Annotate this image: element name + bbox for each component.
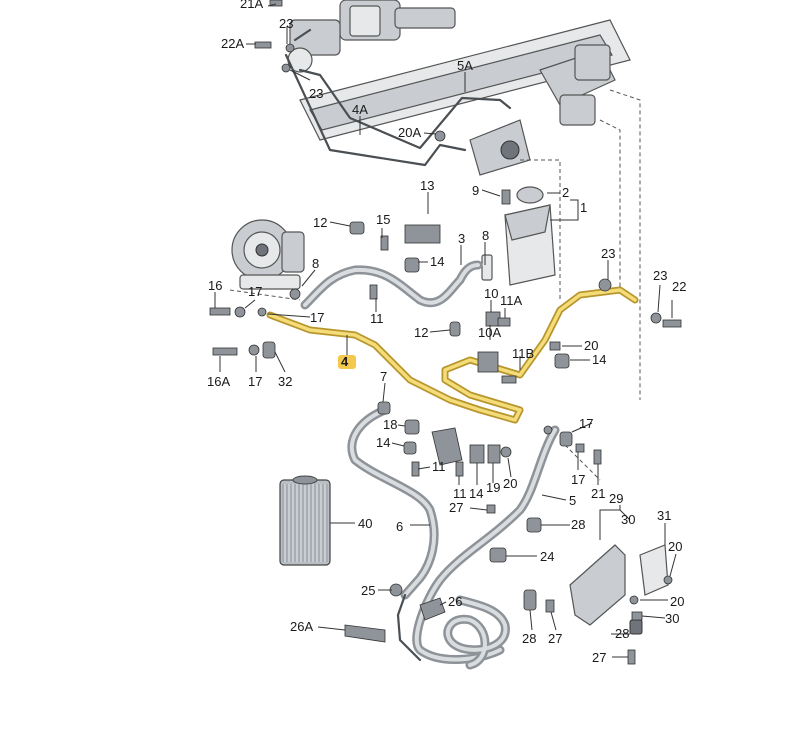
part-label-8: 8	[312, 256, 319, 271]
part-label-27: 27	[592, 650, 606, 665]
part-label-27: 27	[548, 631, 562, 646]
part-label-14: 14	[469, 486, 483, 501]
part-label-20: 20	[668, 539, 682, 554]
part-label-31: 31	[657, 508, 671, 523]
part-label-26a: 26A	[290, 619, 313, 634]
hose-3	[300, 260, 483, 310]
fluid-reservoir	[481, 186, 556, 286]
part-label-22a: 22A	[221, 36, 244, 51]
part-label-14: 14	[592, 352, 606, 367]
part-label-21a: 21A	[240, 0, 263, 11]
part-label-20: 20	[503, 476, 517, 491]
part-label-14: 14	[430, 254, 444, 269]
part-4-highlight-badge	[338, 355, 356, 369]
part-label-14: 14	[376, 435, 390, 450]
part-label-24: 24	[540, 549, 554, 564]
part-label-11: 11	[432, 459, 446, 474]
part-label-18: 18	[383, 417, 397, 432]
part-label-22: 22	[672, 279, 686, 294]
part-label-3: 3	[458, 231, 465, 246]
reference-lines	[229, 89, 641, 481]
part-label-20: 20	[670, 594, 684, 609]
part-label-28: 28	[522, 631, 536, 646]
part-label-9: 9	[472, 183, 479, 198]
part-label-11a: 11A	[500, 293, 522, 308]
part-label-21: 21	[591, 486, 605, 501]
part-label-11b: 11B	[512, 346, 534, 361]
part-label-11: 11	[453, 486, 467, 501]
mounting-bracket-29	[569, 544, 669, 635]
part-label-10: 10	[484, 286, 498, 301]
part-label-40: 40	[358, 516, 372, 531]
part-label-23: 23	[653, 268, 667, 283]
part-label-17: 17	[571, 472, 585, 487]
part-label-12: 12	[414, 325, 428, 340]
part-label-32: 32	[278, 374, 292, 389]
part-label-23: 23	[279, 16, 293, 31]
part-label-19: 19	[486, 480, 500, 495]
part-label-16: 16	[208, 278, 222, 293]
part-label-26: 26	[448, 594, 462, 609]
part-label-8: 8	[482, 228, 489, 243]
part-label-16a: 16A	[207, 374, 230, 389]
part-label-17: 17	[248, 284, 262, 299]
part-label-4a: 4A	[352, 102, 368, 117]
part-label-1: 1	[580, 200, 587, 215]
leader-lines	[214, 3, 677, 658]
power-steering-pump	[231, 219, 305, 290]
part-label-6: 6	[396, 519, 403, 534]
part-label-17: 17	[310, 310, 324, 325]
part-label-13: 13	[420, 178, 434, 193]
part-label-17: 17	[248, 374, 262, 389]
part-label-27: 27	[449, 500, 463, 515]
part-label-11: 11	[370, 311, 384, 326]
part-label-4: 4	[341, 354, 349, 369]
part-label-7: 7	[380, 369, 387, 384]
pipe-4a	[284, 53, 467, 167]
part-label-5a: 5A	[457, 58, 473, 73]
part-label-2: 2	[562, 185, 569, 200]
part-label-17: 17	[579, 416, 593, 431]
part-label-28: 28	[615, 626, 629, 641]
part-label-12: 12	[313, 215, 327, 230]
part-label-28: 28	[571, 517, 585, 532]
pipe-5a	[293, 28, 512, 150]
part-label-25: 25	[361, 583, 375, 598]
pipe-25	[396, 593, 422, 662]
part-label-20a: 20A	[398, 125, 421, 140]
part-label-15: 15	[376, 212, 390, 227]
part-label-23: 23	[601, 246, 615, 261]
part-label-30: 30	[665, 611, 679, 626]
part-label-5: 5	[569, 493, 576, 508]
part-label-10a: 10A	[478, 325, 501, 340]
part-label-20: 20	[584, 338, 598, 353]
part-label-23: 23	[309, 86, 323, 101]
fluid-bottle-40	[279, 475, 331, 566]
part-label-29: 29	[609, 491, 623, 506]
part-label-30: 30	[621, 512, 635, 527]
